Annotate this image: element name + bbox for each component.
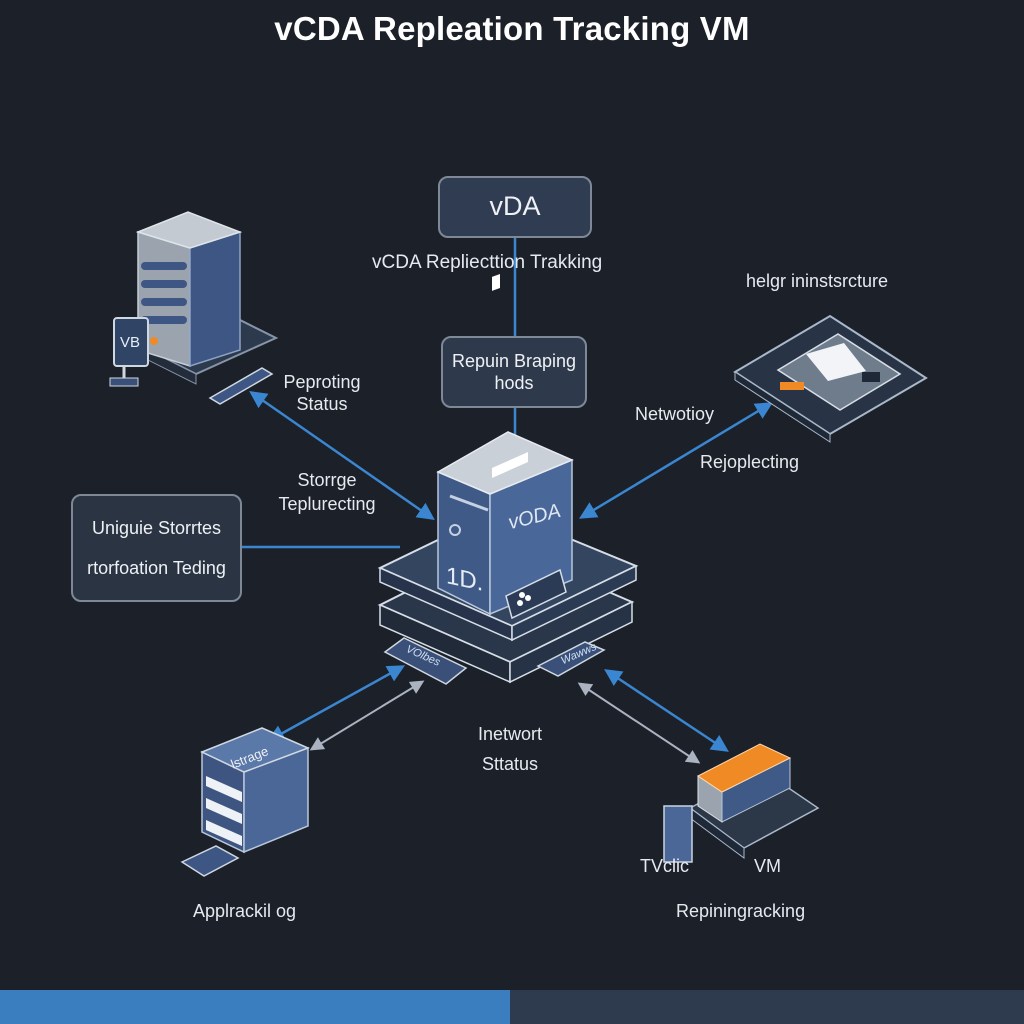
repining-tracking-label: Repiningracking — [676, 901, 806, 921]
top-caption: vCDA Repliecttion Trakking — [372, 252, 603, 273]
mid-box-line2: hods — [494, 373, 534, 393]
reporting-status-label: Peproting Status — [270, 371, 374, 415]
center-vda-tower — [377, 274, 639, 684]
app-tracking-label: Applrackil og — [193, 901, 297, 921]
arrow-storage-center-blue — [266, 665, 406, 742]
storage-replicating-label: Storrge Teplurecting — [268, 468, 386, 516]
mid-box-line1: Repuin Braping — [451, 350, 577, 371]
help-infra-label: helgr ininstsrcture — [746, 271, 889, 291]
left-box: Uniguie Storrtes rtorfoation Teding — [71, 494, 242, 602]
arrow-server-center — [249, 391, 435, 520]
vm-appliance-device — [663, 743, 820, 863]
vm-label: VM — [754, 856, 781, 876]
left-box-line2: rtorfoation Teding — [87, 558, 226, 578]
reporting-line2: Status — [296, 394, 348, 414]
network-status-line1: Inetwort — [477, 724, 543, 744]
center-tags — [383, 637, 606, 685]
footer-bar-right — [510, 990, 1024, 1024]
vda-box: vDA — [438, 176, 592, 238]
storage-line2: Teplurecting — [278, 494, 376, 514]
tv-clic-label: TVclic — [640, 856, 689, 876]
network-status-label: Inetwort Sttatus — [456, 719, 564, 779]
connectors — [242, 238, 773, 764]
arrow-center-vm-grey — [577, 682, 701, 764]
network-status-line2: Sttatus — [481, 754, 539, 774]
mid-box: Repuin Braping hods — [441, 336, 587, 408]
networking-label: Netwotioy — [635, 404, 715, 424]
reporting-line1: Peproting — [283, 372, 361, 392]
storage-line1: Storrge — [297, 470, 357, 490]
network-panel-device — [733, 314, 928, 443]
diagram-title: vCDA Repleation Tracking VM — [274, 10, 750, 47]
arrow-center-vm-blue — [604, 669, 729, 752]
footer-bar-left — [0, 990, 510, 1024]
left-box-line1: Uniguie Storrtes — [91, 517, 222, 538]
arrow-center-network — [579, 402, 773, 519]
storage-device — [180, 727, 310, 877]
server-rack-device — [109, 211, 279, 405]
vda-box-label: vDA — [489, 191, 541, 222]
server-panel-tag: VB — [120, 334, 141, 351]
arrow-storage-center-grey — [309, 680, 425, 751]
replicating-label: Rejoplecting — [700, 452, 800, 472]
